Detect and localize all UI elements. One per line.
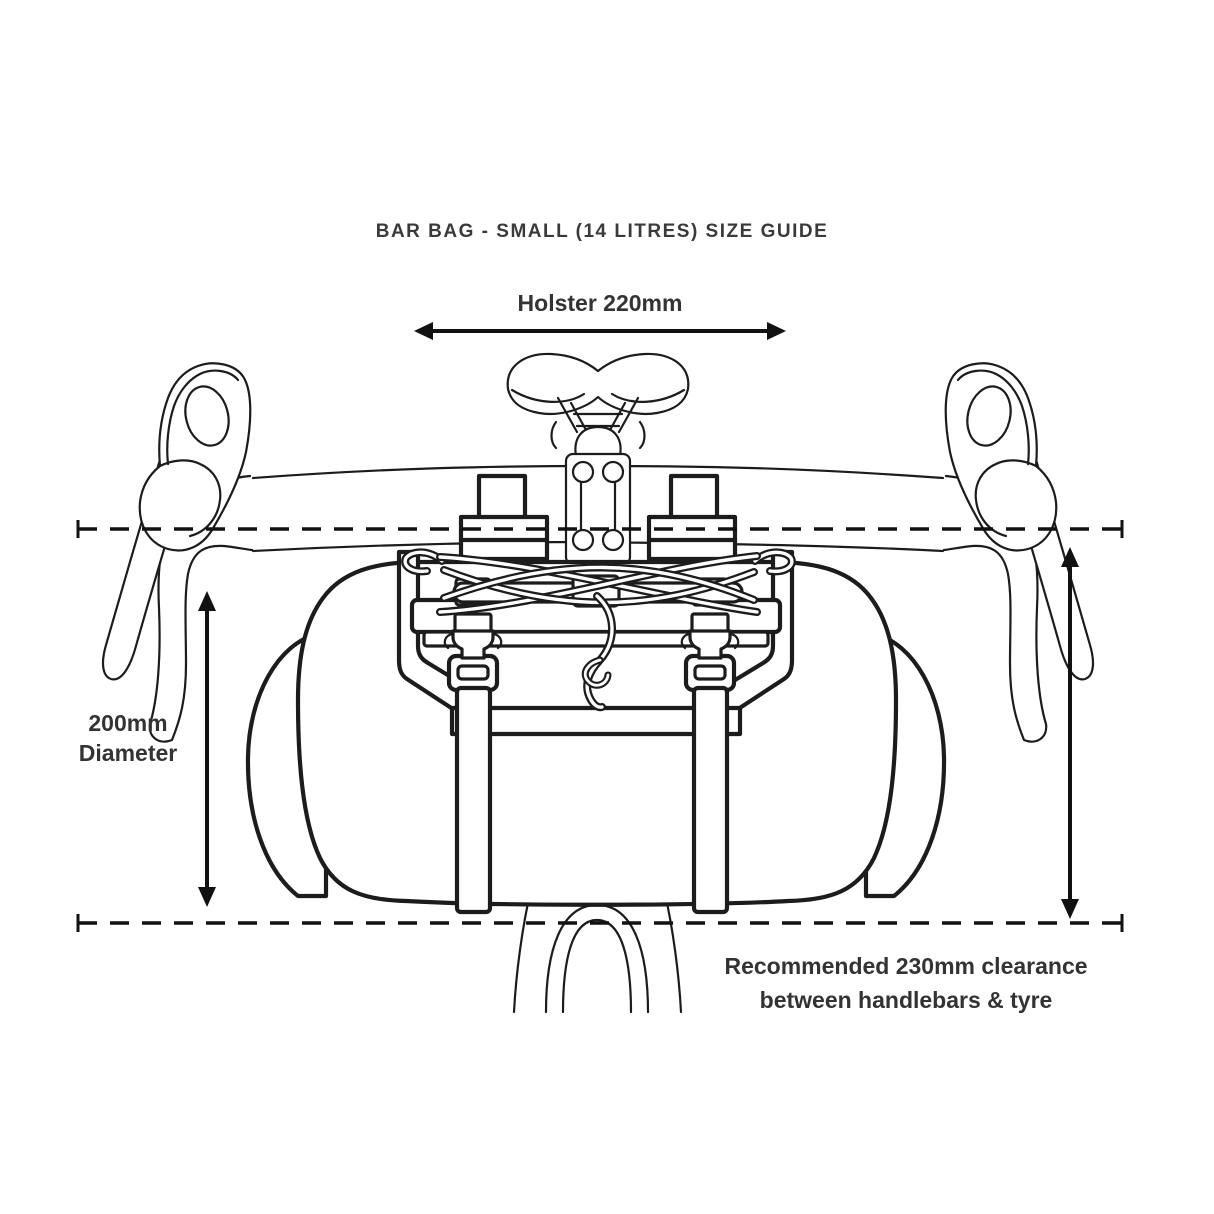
fork-tyre-icon <box>512 887 683 1014</box>
clearance-label-line1: Recommended 230mm clearance <box>724 953 1087 979</box>
diameter-arrow <box>198 591 216 907</box>
brake-hood-lever-left <box>101 362 254 743</box>
bar-mount-right <box>646 473 738 562</box>
clearance-label-line2: between handlebars & tyre <box>760 987 1053 1013</box>
diagram-title: BAR BAG - SMALL (14 LITRES) SIZE GUIDE <box>376 221 829 242</box>
saddle-icon <box>506 352 690 450</box>
holster-width-arrow <box>414 322 786 340</box>
holster-width-label: Holster 220mm <box>518 290 683 316</box>
tyre-level-dashed-line <box>76 914 1124 932</box>
strap-left <box>454 685 493 915</box>
buckle-left-icon <box>443 612 503 693</box>
diameter-label-line2: Diameter <box>79 740 177 766</box>
stem-icon <box>564 452 632 566</box>
strap-right <box>691 685 730 915</box>
clearance-arrow <box>1061 547 1079 919</box>
pull-cord-icon <box>581 592 616 712</box>
handlebar-level-dashed-line <box>76 520 1124 538</box>
diameter-label-line1: 200mm <box>88 710 167 736</box>
buckle-right-icon <box>680 612 740 693</box>
bar-mount-left <box>458 473 550 562</box>
